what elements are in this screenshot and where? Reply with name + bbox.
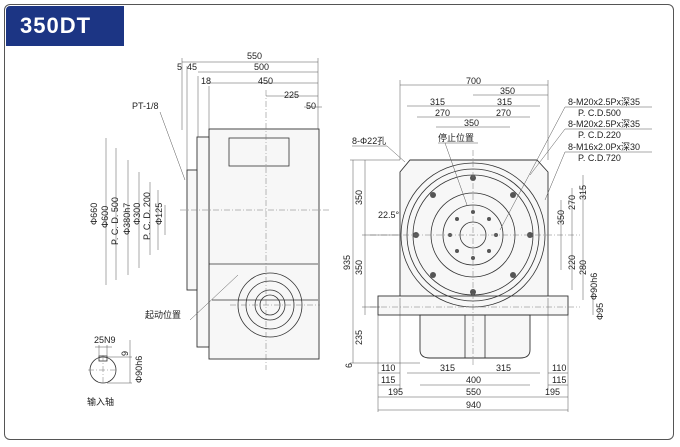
- side-flange-inner: [186, 169, 198, 291]
- dim-220: 220: [567, 255, 577, 270]
- dim-315-right-v: 315: [578, 185, 588, 200]
- key-depth: 9: [120, 351, 130, 356]
- input-shaft-detail: 25N9 9 Φ90h6 输入轴: [87, 335, 144, 407]
- dim-350-right-v: 350: [556, 210, 566, 225]
- dim-110-left: 110: [381, 363, 395, 373]
- thread-callouts: 8-M20x2.5Px深35 P. C.D.500 8-M20x2.5Px深35…: [499, 97, 652, 231]
- dim-280: 280: [578, 260, 588, 275]
- callout-2: 8-M20x2.5Px深35: [568, 119, 640, 129]
- dim-550: 550: [247, 51, 262, 61]
- dim-315-br: 315: [496, 363, 511, 373]
- dim-270-right-v: 270: [567, 195, 577, 210]
- dim-550-bottom: 550: [466, 387, 481, 397]
- dim-pcd200: P. C. D. 200: [142, 192, 152, 240]
- dim-350-lower: 350: [354, 260, 364, 275]
- hole-label: 8-Φ22孔: [352, 136, 386, 146]
- dim-phi95: Φ95: [595, 303, 605, 320]
- dim-115-right: 115: [552, 375, 566, 385]
- side-body: [208, 128, 320, 360]
- model-title: 350DT: [6, 6, 124, 46]
- angle-label: 22.5°: [378, 210, 400, 220]
- shaft-diameter: Φ90h6: [134, 356, 144, 383]
- dim-115-left: 115: [381, 375, 395, 385]
- side-view: 550 5 45 500 18 450 225 50 PT-1/8 Φ660 Φ…: [89, 51, 330, 370]
- dim-phi600: Φ600: [100, 206, 110, 228]
- dim-350-top: 350: [500, 86, 515, 96]
- side-window: [228, 137, 290, 167]
- callout-1: 8-M20x2.5Px深35: [568, 97, 640, 107]
- dim-225: 225: [284, 90, 299, 100]
- dim-315-bl: 315: [440, 363, 455, 373]
- dim-6: 6: [344, 363, 354, 368]
- dim-270-right: 270: [496, 108, 511, 118]
- dim-700: 700: [466, 76, 481, 86]
- dim-350-upper: 350: [354, 190, 364, 205]
- dim-110-right: 110: [552, 363, 566, 373]
- dim-940: 940: [466, 400, 481, 410]
- dim-500: 500: [254, 62, 269, 72]
- dim-195-right: 195: [545, 387, 560, 397]
- dim-350-inner: 350: [464, 118, 479, 128]
- bolt-holes: [413, 175, 533, 295]
- dim-phi90h6: Φ90h6: [589, 273, 599, 300]
- dim-195-left: 195: [388, 387, 403, 397]
- dim-phi125: Φ125: [154, 203, 164, 225]
- side-flange-outer: [196, 136, 210, 348]
- callout-3-pcd: P. C.D.720: [578, 153, 621, 163]
- dim-935: 935: [342, 255, 352, 270]
- dim-315-left: 315: [430, 97, 445, 107]
- dim-phi660: Φ660: [89, 203, 99, 225]
- input-shaft-label: 输入轴: [87, 396, 114, 407]
- callout-3-pcd: P. C.D.220: [578, 130, 621, 140]
- dim-270-left: 270: [435, 108, 450, 118]
- dim-450: 450: [258, 76, 273, 86]
- dim-235: 235: [354, 330, 364, 345]
- dim-phi380h7: Φ380h7: [122, 203, 132, 235]
- drawing-frame: [4, 4, 674, 440]
- callout-3: 8-M16x2.0Px深30: [568, 142, 640, 152]
- stop-position-label: 停止位置: [438, 132, 474, 143]
- front-view: 700 350 315 315 270 270 350 8-Φ22孔 停止位置 …: [342, 76, 652, 412]
- dim-400: 400: [466, 375, 481, 385]
- key-width: 25N9: [94, 335, 116, 345]
- start-position-label: 起动位置: [145, 309, 181, 320]
- dim-45: 45: [187, 62, 197, 72]
- dim-5: 5: [177, 62, 182, 72]
- dim-315-right: 315: [497, 97, 512, 107]
- dim-pcd500: P. C. D. 500: [110, 197, 120, 245]
- dim-18: 18: [201, 76, 211, 86]
- dim-50: 50: [306, 101, 316, 111]
- dim-phi300: Φ300: [132, 203, 142, 225]
- callout-1-pcd: P. C.D.500: [578, 108, 621, 118]
- pt-label: PT-1/8: [132, 101, 159, 111]
